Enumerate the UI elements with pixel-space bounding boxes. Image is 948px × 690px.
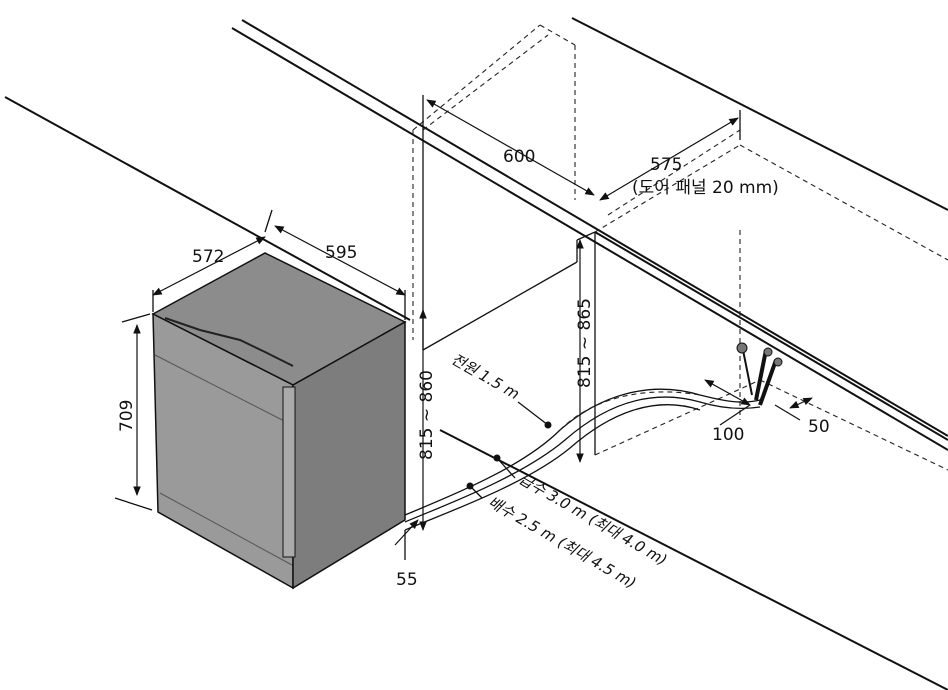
door-handle xyxy=(282,386,296,558)
label-575: 575 xyxy=(650,155,682,175)
label-815-865: 815 ~ 865 xyxy=(575,298,595,388)
label-595: 595 xyxy=(325,243,357,263)
label-709: 709 xyxy=(117,400,137,432)
dishwasher xyxy=(151,252,407,590)
label-55: 55 xyxy=(396,570,418,590)
label-50: 50 xyxy=(808,417,830,437)
label-572: 572 xyxy=(192,247,224,267)
water-tap-icon xyxy=(754,347,783,406)
hose-leaders xyxy=(466,401,552,499)
label-door-panel: (도어 패널 20 mm) xyxy=(632,178,779,198)
label-power-hose: 전원 1.5 m xyxy=(448,350,522,403)
label-100: 100 xyxy=(712,425,744,445)
label-815-860: 815 ~ 860 xyxy=(417,370,437,460)
wall-outlets xyxy=(736,342,783,406)
control-panel-edge xyxy=(164,317,294,367)
label-600: 600 xyxy=(503,147,535,167)
dimension-lines xyxy=(114,95,813,560)
countertop-lines xyxy=(4,17,948,690)
